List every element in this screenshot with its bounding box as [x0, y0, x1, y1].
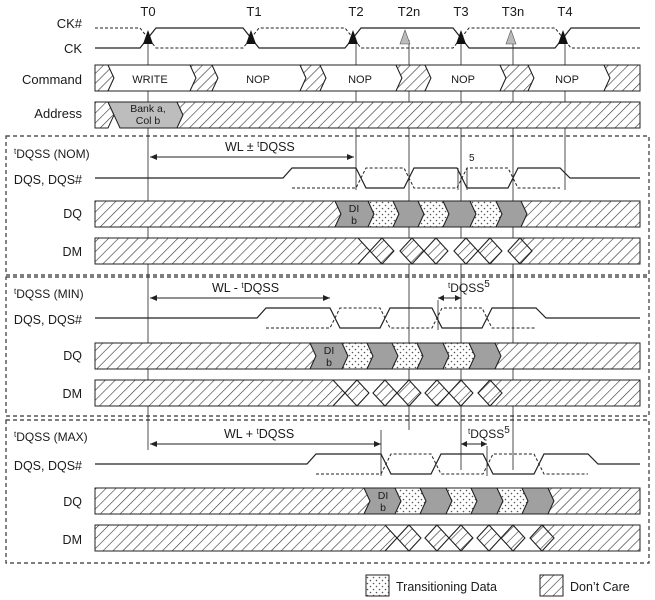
legend-swatch-dont-care	[539, 574, 564, 597]
command-label-nop-4: NOP	[555, 74, 579, 86]
signal-label-dm-min: DM	[63, 387, 82, 401]
command-label-nop-3: NOP	[451, 74, 475, 86]
command-label-write: WRITE	[132, 74, 167, 86]
address-value-col: Col b	[136, 115, 161, 127]
legend-swatch-transitioning	[365, 574, 390, 597]
dq-data-in-min: DI	[324, 345, 335, 357]
section-nom: tDQSS (NOM) WL ± tDQSS DQS, DQS# DQ DM 5…	[14, 140, 641, 265]
signal-label-dm-nom: DM	[63, 245, 82, 259]
clock-edge-arrow-t3n	[505, 29, 517, 45]
clock-edge-arrow-t2	[348, 30, 358, 44]
clock-label-t3n: T3n	[502, 4, 524, 19]
section-min: tDQSS (MIN) WL - tDQSS tDQSS5 DQS, DQS# …	[14, 279, 641, 407]
signal-label-dqs-nom: DQS, DQS#	[14, 173, 82, 187]
section-nom-title: tDQSS (NOM)	[14, 147, 90, 161]
ck-waveform	[95, 27, 640, 49]
command-bus: WRITE NOP NOP NOP NOP	[94, 64, 641, 92]
signal-label-dqs-max: DQS, DQS#	[14, 459, 82, 473]
clock-label-t1: T1	[246, 4, 261, 19]
legend: Transitioning Data Don’t Care	[365, 574, 630, 597]
signal-label-dq-max: DQ	[63, 495, 82, 509]
address-bus: Bank a, Col b	[94, 101, 641, 129]
clock-label-t2: T2	[348, 4, 363, 19]
signal-label-address: Address	[34, 106, 82, 121]
signal-label-dq-min: DQ	[63, 349, 82, 363]
command-label-nop-1: NOP	[246, 74, 270, 86]
section-max-measure: WL + tDQSS	[224, 427, 294, 441]
ck-n-waveform	[95, 27, 640, 49]
clock-label-t0: T0	[140, 4, 155, 19]
dq-data-in-nom: DI	[349, 203, 360, 215]
section-min-measure: WL - tDQSS	[212, 281, 279, 295]
signal-label-command: Command	[22, 72, 82, 87]
section-nom-note-mark: 5	[469, 153, 475, 164]
clock-edge-arrow-t2n	[399, 29, 411, 45]
section-max-note: tDQSS5	[468, 425, 510, 441]
signal-label-dqs-min: DQS, DQS#	[14, 313, 82, 327]
dq-data-in-max: DI	[378, 490, 389, 502]
clock-labels: T0 T1 T2 T2n T3 T3n T4	[140, 4, 572, 19]
signal-label-dm-max: DM	[63, 533, 82, 547]
svg-text:b: b	[326, 357, 332, 369]
section-box-nom	[5, 135, 650, 276]
clock-label-t4: T4	[557, 4, 572, 19]
signal-label-ck: CK	[64, 41, 82, 56]
clock-label-t3: T3	[453, 4, 468, 19]
address-value-bank: Bank a,	[130, 103, 166, 115]
section-max: tDQSS (MAX) WL + tDQSS tDQSS5 DQS, DQS# …	[14, 425, 641, 552]
clock-edge-arrow-t0	[143, 30, 153, 44]
section-max-title: tDQSS (MAX)	[14, 430, 88, 444]
svg-text:b: b	[380, 502, 386, 514]
clock-edge-arrows	[143, 29, 568, 45]
signal-label-ck-n: CK#	[57, 16, 83, 31]
svg-text:b: b	[351, 215, 357, 227]
section-box-min	[5, 276, 650, 417]
clock-edge-arrow-t4	[558, 30, 568, 44]
signal-label-dq-nom: DQ	[63, 207, 82, 221]
clock-edge-arrow-t3	[456, 30, 466, 44]
legend-label-dont-care: Don’t Care	[570, 580, 630, 594]
legend-label-transitioning: Transitioning Data	[396, 580, 497, 594]
section-nom-measure: WL ± tDQSS	[225, 140, 295, 154]
clock-edge-arrow-t1	[246, 30, 256, 44]
section-min-title: tDQSS (MIN)	[14, 287, 84, 301]
section-min-note: tDQSS5	[448, 279, 490, 295]
clock-label-t2n: T2n	[398, 4, 420, 19]
section-box-max	[5, 419, 650, 564]
command-label-nop-2: NOP	[348, 74, 372, 86]
